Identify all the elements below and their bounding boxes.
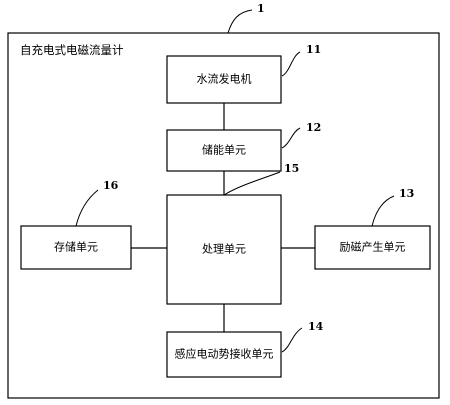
emf-receiver-block: 感应电动势接收单元 xyxy=(166,331,282,378)
energy-storage-block: 储能单元 xyxy=(166,129,282,172)
memory-label: 存储单元 xyxy=(54,240,98,254)
processor-block: 处理单元 xyxy=(166,194,282,305)
energy-storage-label: 储能单元 xyxy=(202,143,246,157)
emf-receiver-leader xyxy=(281,327,303,353)
flowmeter-leader xyxy=(227,9,253,34)
processor-label: 处理单元 xyxy=(202,243,246,256)
flowmeter-frame xyxy=(7,32,440,399)
memory-block: 存储单元 xyxy=(20,225,132,270)
flowmeter-title: 自充电式电磁流量计 xyxy=(20,43,124,57)
excitation-leader xyxy=(371,195,395,227)
generator-ref-number: 11 xyxy=(306,43,321,56)
energy-storage-leader xyxy=(281,127,301,149)
generator-leader xyxy=(281,51,301,77)
excitation-ref-number: 13 xyxy=(399,187,414,200)
emf-receiver-ref-number: 14 xyxy=(308,320,324,333)
processor-leader xyxy=(223,171,281,196)
flowmeter-ref-number: 1 xyxy=(257,2,265,15)
generator-block: 水流发电机 xyxy=(166,55,282,104)
memory-ref-number: 16 xyxy=(103,179,119,192)
excitation-block: 励磁产生单元 xyxy=(314,225,431,270)
energy-storage-ref-number: 12 xyxy=(306,121,321,134)
emf-receiver-label: 感应电动势接收单元 xyxy=(175,347,274,361)
memory-leader xyxy=(75,189,99,227)
processor-ref-number: 15 xyxy=(284,162,299,175)
excitation-label: 励磁产生单元 xyxy=(340,240,406,254)
generator-label: 水流发电机 xyxy=(197,72,252,86)
